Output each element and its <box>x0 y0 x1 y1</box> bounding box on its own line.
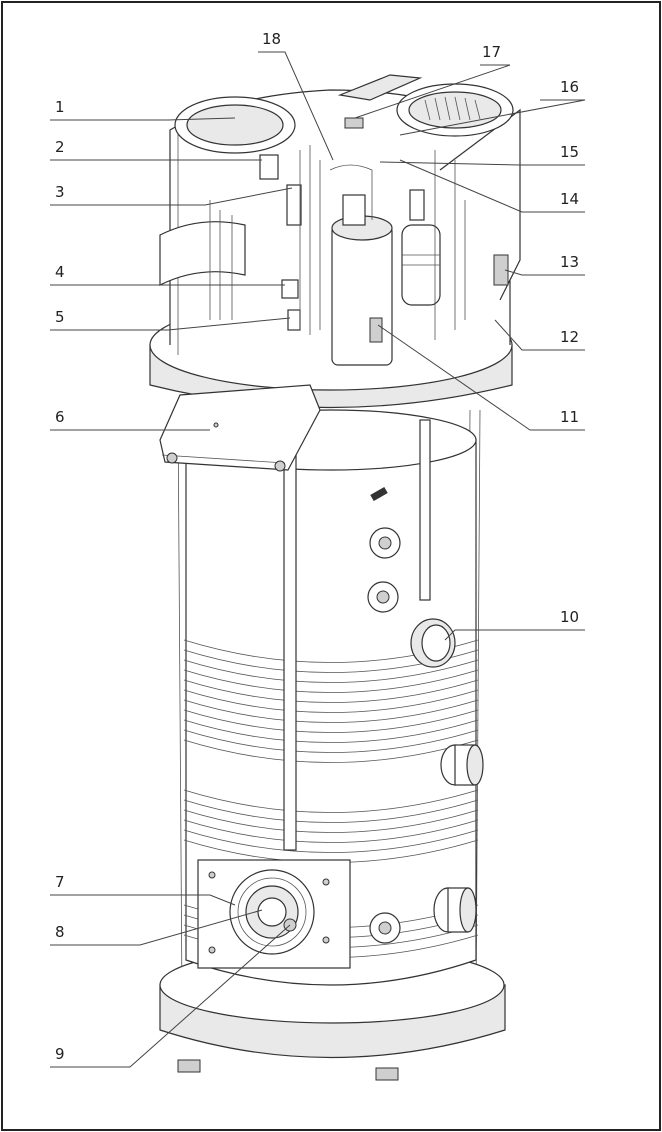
valve-2 <box>259 154 279 180</box>
callout-11: 11 <box>560 408 579 426</box>
foot-left <box>177 1059 201 1073</box>
callout-2: 2 <box>55 138 65 156</box>
callout-16: 16 <box>560 78 579 96</box>
cable-gland <box>493 254 509 286</box>
fan-shroud <box>159 221 246 286</box>
sensor-11 <box>369 317 383 343</box>
valve-4 <box>281 279 299 299</box>
coil-band-upper <box>183 639 479 763</box>
expansion-valve-3 <box>286 184 302 226</box>
callout-6: 6 <box>55 408 65 426</box>
callout-7: 7 <box>55 873 65 891</box>
callout-18: 18 <box>262 30 281 48</box>
foot-right <box>375 1067 399 1081</box>
callout-14: 14 <box>560 190 579 208</box>
callout-13: 13 <box>560 253 579 271</box>
callout-labels: 1 2 3 4 5 6 7 8 9 10 11 12 13 14 15 16 1… <box>55 30 579 1063</box>
callout-12: 12 <box>560 328 579 346</box>
heating-element <box>257 897 287 927</box>
callout-10: 10 <box>560 608 579 626</box>
electrical-cover <box>159 384 321 471</box>
callout-15: 15 <box>560 143 579 161</box>
illustration <box>149 74 521 1081</box>
callout-8: 8 <box>55 923 65 941</box>
leader-lines <box>50 51 586 1068</box>
callout-9: 9 <box>55 1045 65 1063</box>
callout-3: 3 <box>55 183 65 201</box>
callout-17: 17 <box>482 43 501 61</box>
callout-4: 4 <box>55 263 65 281</box>
compressor <box>331 224 393 366</box>
callout-5: 5 <box>55 308 65 326</box>
callout-1: 1 <box>55 98 65 116</box>
coil-band-middle <box>183 789 479 863</box>
control-board-17 <box>337 74 423 101</box>
valve-5 <box>287 309 301 331</box>
